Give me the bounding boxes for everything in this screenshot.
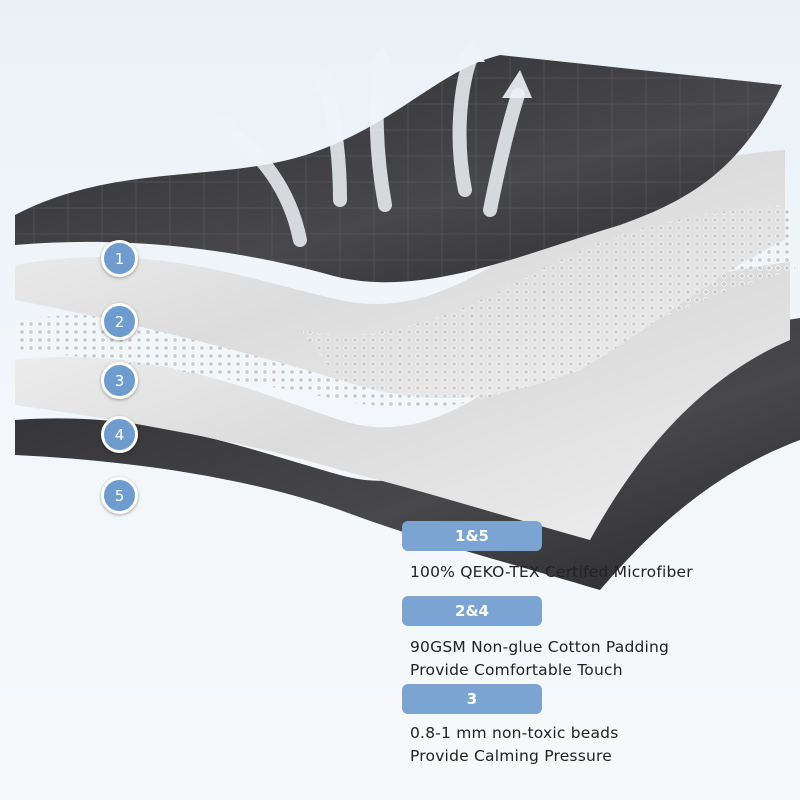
legend-tag-3: 3 — [402, 684, 542, 714]
legend-desc-3: 0.8-1 mm non-toxic beads Provide Calming… — [410, 722, 618, 768]
legend-desc-2-4: 90GSM Non-glue Cotton Padding Provide Co… — [410, 636, 669, 682]
layer-2-beads-overlay — [300, 205, 785, 399]
layer-badge-2: 2 — [101, 303, 138, 340]
legend-line: Provide Calming Pressure — [410, 747, 612, 765]
airflow-arrow-icon — [218, 53, 525, 247]
legend-tag-2-4: 2&4 — [402, 596, 542, 626]
legend-line: 100% QEKO-TEX Certifed Microfiber — [410, 563, 693, 581]
legend-line: 0.8-1 mm non-toxic beads — [410, 724, 619, 742]
legend-line: Provide Comfortable Touch — [410, 661, 623, 679]
layer-badge-1: 1 — [101, 240, 138, 277]
layer-1-quilting — [15, 55, 782, 283]
layer-badge-3: 3 — [101, 362, 138, 399]
layer-3-beads — [20, 205, 795, 408]
layer-badge-5: 5 — [101, 477, 138, 514]
airflow-arrowheads — [205, 38, 532, 145]
legend-line: 90GSM Non-glue Cotton Padding — [410, 638, 670, 656]
layer-badge-4: 4 — [101, 416, 138, 453]
legend-tag-1-5: 1&5 — [402, 521, 542, 551]
legend-desc-1-5: 100% QEKO-TEX Certifed Microfiber — [410, 561, 693, 584]
